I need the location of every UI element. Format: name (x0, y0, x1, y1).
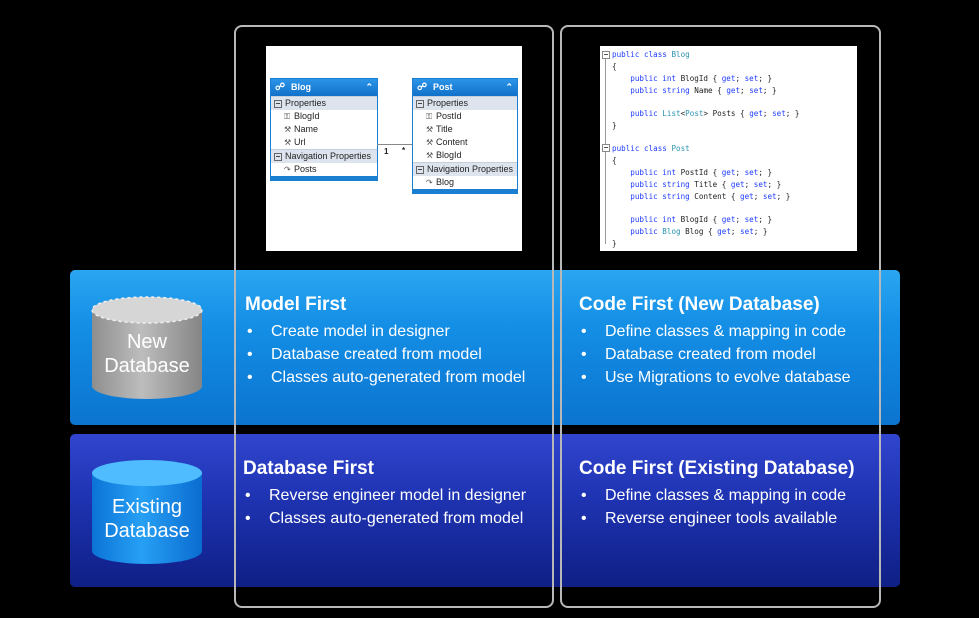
database-label: Database (91, 354, 203, 378)
code-column-outline (560, 25, 881, 608)
new-database-cylinder: New Database (91, 296, 203, 400)
existing-database-cylinder: Existing Database (91, 459, 203, 565)
model-column-outline (234, 25, 554, 608)
existing-label: Existing (91, 495, 203, 519)
database-label: Database (91, 519, 203, 543)
new-label: New (91, 330, 203, 354)
